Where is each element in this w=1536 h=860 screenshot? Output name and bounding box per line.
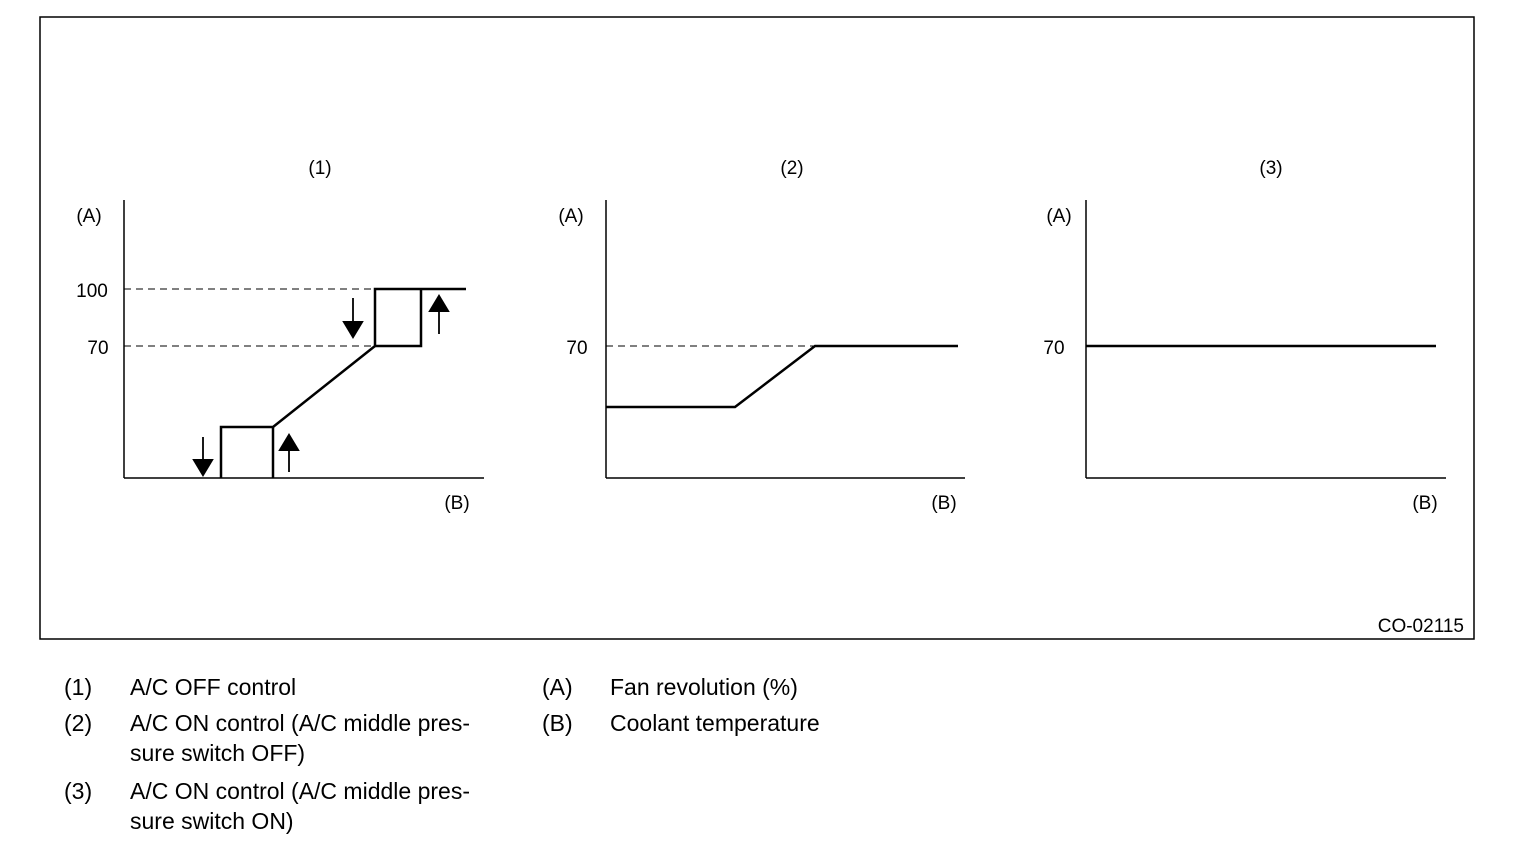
graph-1-tick-70: 70 xyxy=(87,338,108,359)
graph-1-y-axis-label: (A) xyxy=(76,206,101,227)
legend-text: Fan revolution (%) xyxy=(610,674,798,700)
graph-1-hysteresis-high xyxy=(375,289,423,348)
graph-3-x-axis-label: (B) xyxy=(1412,493,1437,514)
graph-2: (2) (A) (B) 70 xyxy=(558,158,965,514)
graph-3-title: (3) xyxy=(1259,158,1282,179)
graph-1-x-axis-label: (B) xyxy=(444,493,469,514)
graph-1: (1) (A) (B) 100 70 xyxy=(76,158,484,514)
graph-2-title: (2) xyxy=(780,158,803,179)
legend-key: (B) xyxy=(542,710,573,736)
graph-1-tick-100: 100 xyxy=(76,281,108,302)
graph-3-y-axis-label: (A) xyxy=(1046,206,1071,227)
legend-text: A/C ON control (A/C middle pres- xyxy=(130,778,470,804)
graph-2-x-axis-label: (B) xyxy=(931,493,956,514)
graph-2-tick-70: 70 xyxy=(566,338,587,359)
figure-frame xyxy=(39,16,1475,640)
legend-key: (2) xyxy=(64,710,93,736)
legend-text: A/C OFF control xyxy=(130,674,297,700)
graph-3: (3) (A) (B) 70 xyxy=(1043,158,1446,514)
legend-text: A/C ON control (A/C middle pres- xyxy=(130,710,470,736)
graph-2-curve xyxy=(606,344,958,409)
graph-1-curve xyxy=(219,287,466,478)
legend-key: (1) xyxy=(64,674,93,700)
graph-2-y-axis-label: (A) xyxy=(558,206,583,227)
legend-key: (A) xyxy=(542,674,573,700)
graph-1-title: (1) xyxy=(308,158,331,179)
graph-3-tick-70: 70 xyxy=(1043,338,1064,359)
legend-text: sure switch ON) xyxy=(130,808,294,834)
legend-text: Coolant temperature xyxy=(610,710,820,736)
legend-text: sure switch OFF) xyxy=(130,740,306,766)
figure-code: CO-02115 xyxy=(1378,616,1464,637)
legend-key: (3) xyxy=(64,778,93,804)
